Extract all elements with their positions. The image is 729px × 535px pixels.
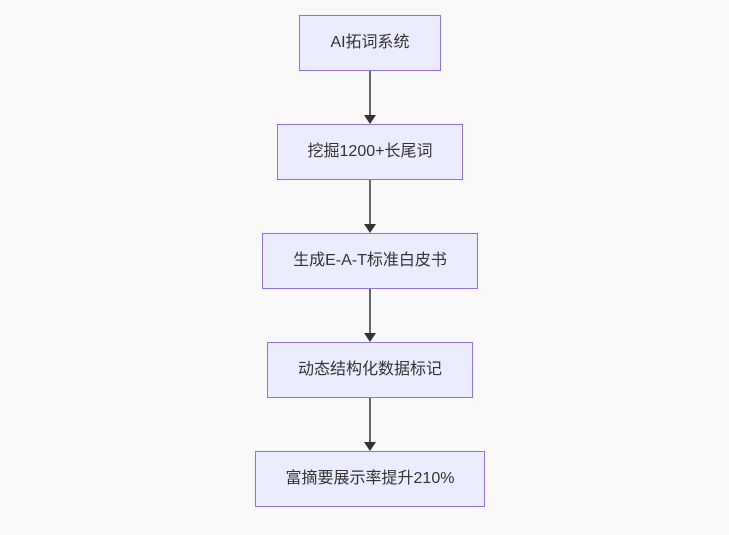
flow-node-label: 生成E-A-T标准白皮书 [293, 252, 447, 269]
arrow-head-icon [364, 333, 376, 342]
arrow-line [369, 289, 371, 333]
flow-node-rich-snippet-result: 富摘要展示率提升210% [254, 451, 486, 507]
flow-node-eat-whitepaper: 生成E-A-T标准白皮书 [262, 233, 478, 289]
arrow-down [364, 398, 376, 451]
flow-node-label: 动态结构化数据标记 [298, 361, 443, 378]
arrow-head-icon [364, 224, 376, 233]
arrow-head-icon [364, 115, 376, 124]
arrow-line [369, 180, 371, 224]
flow-node-longtail-keywords: 挖掘1200+长尾词 [276, 124, 464, 180]
arrow-down [364, 289, 376, 342]
arrow-line [369, 71, 371, 115]
flow-node-label: AI拓词系统 [330, 34, 410, 51]
flow-node-label: 挖掘1200+长尾词 [307, 143, 433, 160]
flow-node-label: 富摘要展示率提升210% [285, 470, 455, 487]
flow-node-structured-data: 动态结构化数据标记 [267, 342, 474, 398]
arrow-down [364, 71, 376, 124]
arrow-head-icon [364, 442, 376, 451]
flow-node-ai-system: AI拓词系统 [299, 15, 441, 71]
arrow-down [364, 180, 376, 233]
arrow-line [369, 398, 371, 442]
